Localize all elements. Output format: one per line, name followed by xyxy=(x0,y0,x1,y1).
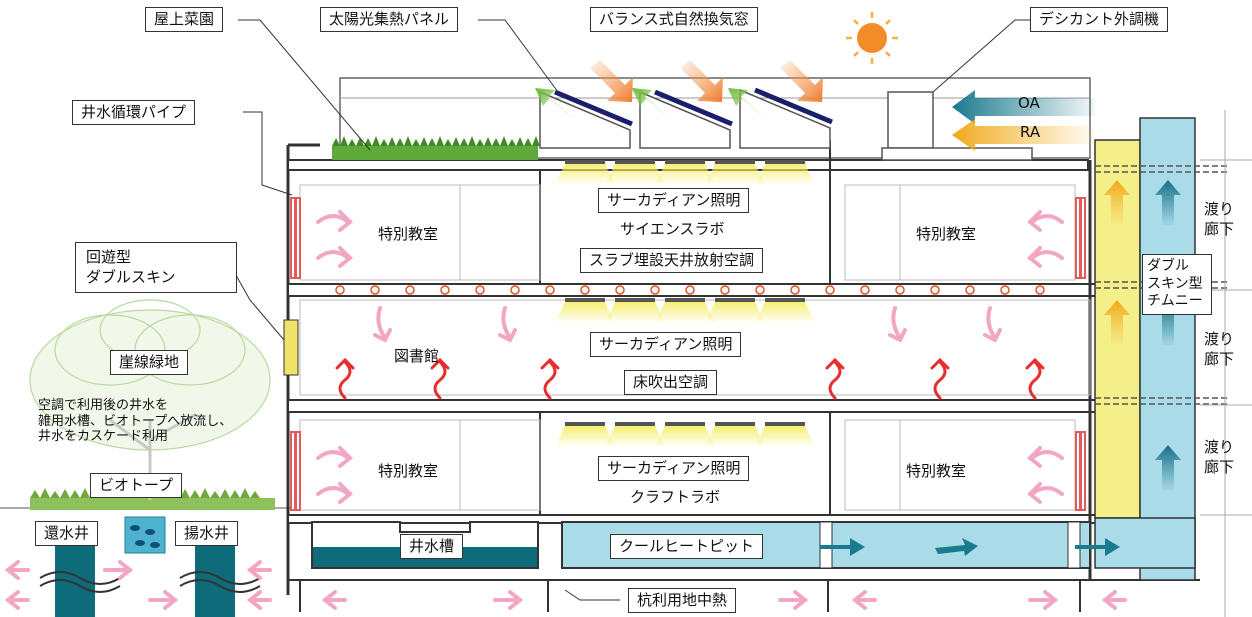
well-wave-lines xyxy=(39,571,261,593)
circadian-lighting-label-3: サーカディアン照明 xyxy=(598,456,750,481)
desiccant-label: デシカント外調機 xyxy=(1030,7,1169,32)
special-room-label-2f-right: 特別教室 xyxy=(916,225,977,243)
fish-icon xyxy=(124,516,166,554)
solar-panel-icon xyxy=(539,87,833,149)
slab-radiant-label: スラブ埋設天井放射空調 xyxy=(580,248,764,273)
special-room-label-2f-left: 特別教室 xyxy=(378,225,439,243)
leader-lines xyxy=(232,19,1030,601)
oa-label: OA xyxy=(1018,94,1040,112)
special-room-label-1f-right: 特別教室 xyxy=(906,462,967,480)
rooftop-garden-label: 屋上菜園 xyxy=(145,7,224,32)
corridor-label-1f: 渡り 廊下 xyxy=(1204,438,1235,476)
well-pipes xyxy=(290,197,1086,511)
sun-icon xyxy=(846,12,898,64)
ground-heat-arrows xyxy=(4,560,1127,610)
double-skin-label: 回遊型 ダブルスキン xyxy=(75,242,237,293)
solar-panel-label: 太陽光集熱パネル xyxy=(320,7,459,32)
ventilation-arrows xyxy=(535,88,768,120)
pump-well-label: 揚水井 xyxy=(175,521,239,546)
science-lab-label: サイエンスラボ xyxy=(620,220,725,238)
tree-icon xyxy=(29,299,271,500)
cliff-green-label: 崖線緑地 xyxy=(110,350,189,375)
floor-air-arrows xyxy=(335,357,1045,400)
airflow-arrow-icon xyxy=(316,210,1064,504)
circadian-lighting-label-1: サーカディアン照明 xyxy=(598,188,750,213)
corridor-label-3f: 渡り 廊下 xyxy=(1204,200,1235,238)
craft-lab-label: クラフトラボ xyxy=(630,488,721,506)
balance-window-label: バランス式自然換気窓 xyxy=(590,7,758,32)
light-fixture-icon xyxy=(555,160,815,447)
library-label: 図書館 xyxy=(394,347,440,365)
ra-label: RA xyxy=(1020,123,1041,141)
floor-air-label: 床吹出空調 xyxy=(624,370,718,395)
desiccant-unit xyxy=(881,91,1033,161)
ra-arrow-icon xyxy=(952,119,1095,151)
special-room-label-1f-left: 特別教室 xyxy=(378,462,439,480)
pile-geothermal-label: 杭利用地中熱 xyxy=(628,588,737,613)
circadian-lighting-label-2: サーカディアン照明 xyxy=(590,332,742,357)
solar-heat-arrows xyxy=(590,60,823,102)
double-skin-facade xyxy=(283,319,299,376)
pit-flow-arrows xyxy=(820,538,1120,556)
oa-arrow-icon xyxy=(952,90,1095,124)
well-tank-label: 井水槽 xyxy=(400,534,464,559)
cool-heat-pit-label: クールヒートピット xyxy=(610,534,764,559)
double-skin-chimney-label: ダブル スキン型 チムニー xyxy=(1142,254,1212,315)
rooftop-garden-grass xyxy=(332,136,556,160)
biotope-label: ビオトープ xyxy=(90,473,183,498)
radiant-pipe-icon xyxy=(335,285,1045,295)
return-well-label: 還水井 xyxy=(35,521,99,546)
well-cascade-note: 空調で利用後の井水を 雑用水槽、ビオトープへ放流し、 井水をカスケード利用 xyxy=(38,398,233,445)
well-pipe-label: 井水循環パイプ xyxy=(72,100,196,125)
corridor-label-2f: 渡り 廊下 xyxy=(1204,330,1235,368)
